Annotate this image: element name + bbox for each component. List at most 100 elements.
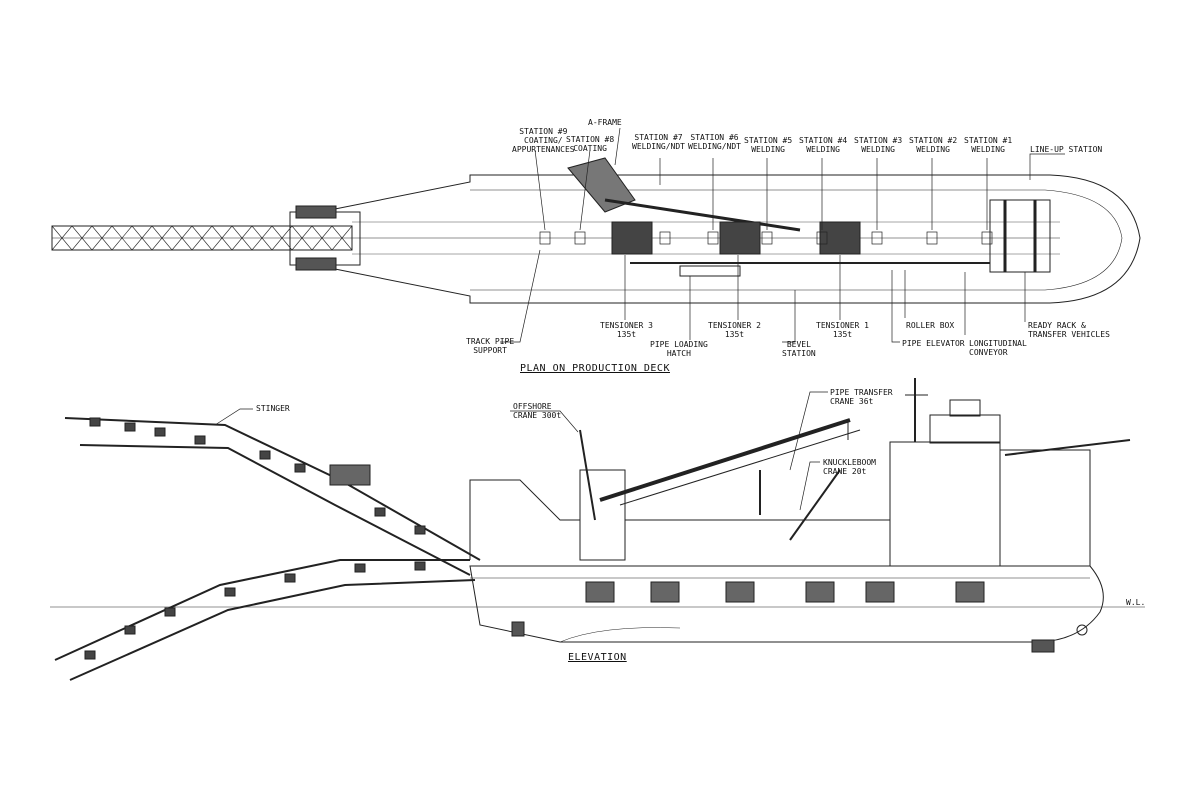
label-knuckleboom-crane: KNUCKLEBOOM CRANE 20t [823, 458, 876, 476]
plan-tensioner-3 [611, 221, 653, 255]
plan-a-frame [567, 157, 636, 213]
elevation-thruster [1076, 624, 1088, 636]
elevation-deckhouse [889, 441, 1001, 567]
plan-ready-rack [989, 199, 1051, 273]
plan-tensioner-2 [719, 221, 761, 255]
plan-station-box [871, 231, 883, 245]
label-pipe-transfer-crane: PIPE TRANSFER CRANE 36t [830, 388, 893, 406]
elevation-stinger-roller [89, 417, 101, 427]
plan-tensioner-1 [819, 221, 861, 255]
plan-stinger-brace [231, 225, 253, 251]
elevation-stinger-roller [164, 607, 176, 617]
label-ready-rack: READY RACK & TRANSFER VEHICLES [1028, 321, 1110, 339]
plan-stinger-brace [131, 225, 153, 251]
plan-station-box [926, 231, 938, 245]
elevation-hull-port [725, 581, 755, 603]
elevation-hull-port [585, 581, 615, 603]
plan-station-box [574, 231, 586, 245]
label-station-3: STATION #3 WELDING [854, 136, 903, 154]
elevation-hull-port [955, 581, 985, 603]
plan-stinger-brace [191, 225, 213, 251]
label-lineup-station: LINE-UP STATION [1030, 145, 1103, 154]
elevation-anchor-fwd [1031, 639, 1055, 653]
plan-station-box [707, 231, 719, 245]
elevation-leaders [214, 391, 828, 511]
label-tensioner-1: TENSIONER 1 135t [816, 321, 869, 339]
label-longitudinal-conveyor: LONGITUDINAL CONVEYOR [969, 339, 1027, 357]
label-station-5: STATION #5 WELDING [744, 136, 793, 154]
label-station-8: STATION #8 COATING [566, 135, 615, 153]
label-station-7: STATION #7 WELDING/NDT [632, 133, 685, 151]
elevation-stinger-roller [224, 587, 236, 597]
elevation-stinger-roller [124, 422, 136, 432]
elevation-stinger-roller [354, 563, 366, 573]
plan-station-box [659, 231, 671, 245]
plan-stinger-brace [91, 225, 113, 251]
elevation-anchor-aft [511, 621, 525, 637]
plan-station-box [816, 231, 828, 245]
elevation-stinger-roller [414, 525, 426, 535]
label-bevel-station: BEVEL STATION [782, 340, 816, 358]
plan-hull-outline [329, 174, 1141, 304]
label-offshore-crane: OFFSHORE CRANE 300t [513, 402, 562, 420]
plan-stinger-brace [271, 225, 293, 251]
elevation-production-hangar [469, 479, 891, 566]
plan-station-box [981, 231, 993, 245]
label-station-4: STATION #4 WELDING [799, 136, 848, 154]
elevation-hull-port [650, 581, 680, 603]
elevation-stinger-roller [414, 561, 426, 571]
label-pipe-loading-hatch: PIPE LOADING HATCH [650, 340, 708, 358]
plan-title: PLAN ON PRODUCTION DECK [520, 363, 670, 374]
label-pipe-elevator: PIPE ELEVATOR [902, 339, 965, 348]
elevation-hull-port [805, 581, 835, 603]
label-tensioner-3: TENSIONER 3 135t [600, 321, 653, 339]
elevation-stinger-rollers [84, 417, 426, 660]
plan-stinger-brace [291, 225, 313, 251]
plan-stinger-brace [251, 225, 273, 251]
plan-stinger-roller-top [295, 205, 337, 219]
elevation-stinger-roller [154, 427, 166, 437]
plan-station-box [539, 231, 551, 245]
elevation-stinger-roller [124, 625, 136, 635]
label-waterline: W.L. [1126, 598, 1146, 607]
plan-stinger-brace [151, 225, 173, 251]
elevation-stinger [54, 417, 481, 681]
plan-stinger-brace [71, 225, 93, 251]
elevation-stinger-roller [294, 463, 306, 473]
elevation-stinger-roller [374, 507, 386, 517]
elevation-hull-ports [585, 581, 985, 603]
elevation-offshore-crane [579, 418, 861, 561]
plan-stinger-brace [331, 225, 353, 251]
elevation-stinger-hitch [329, 464, 371, 486]
plan-stinger-brace [211, 225, 233, 251]
plan-stinger-hitch [289, 211, 361, 266]
plan-stinger-lattice [51, 225, 353, 251]
elevation-hull [469, 565, 1104, 643]
elevation-title: ELEVATION [568, 652, 627, 663]
plan-stinger-brace [111, 225, 133, 251]
label-station-9: STATION #9 COATING/ APPURTENANCES [512, 127, 575, 154]
elevation-forward-crane [1004, 439, 1131, 456]
elevation-stinger-roller [284, 573, 296, 583]
label-stinger: STINGER [256, 404, 290, 413]
plan-station-box [761, 231, 773, 245]
plan-stinger-roller-bottom [295, 257, 337, 271]
elevation-view [50, 378, 1145, 681]
elevation-hull-port [865, 581, 895, 603]
elevation-stinger-roller [194, 435, 206, 445]
label-station-1: STATION #1 WELDING [964, 136, 1013, 154]
plan-station-boxes [539, 231, 993, 245]
elevation-stinger-roller [84, 650, 96, 660]
label-station-2: STATION #2 WELDING [909, 136, 958, 154]
plan-stinger-brace [171, 225, 193, 251]
label-tensioner-2: TENSIONER 2 135t [708, 321, 761, 339]
label-station-6: STATION #6 WELDING/NDT [688, 133, 741, 151]
label-a-frame: A-FRAME [588, 118, 622, 127]
plan-leaders [500, 127, 1065, 343]
plan-hull-inner [470, 189, 1123, 291]
label-track-pipe-support: TRACK PIPE SUPPORT [466, 337, 515, 355]
plan-stinger-brace [51, 225, 73, 251]
plan-stinger-brace [311, 225, 333, 251]
label-roller-box: ROLLER BOX [906, 321, 955, 330]
